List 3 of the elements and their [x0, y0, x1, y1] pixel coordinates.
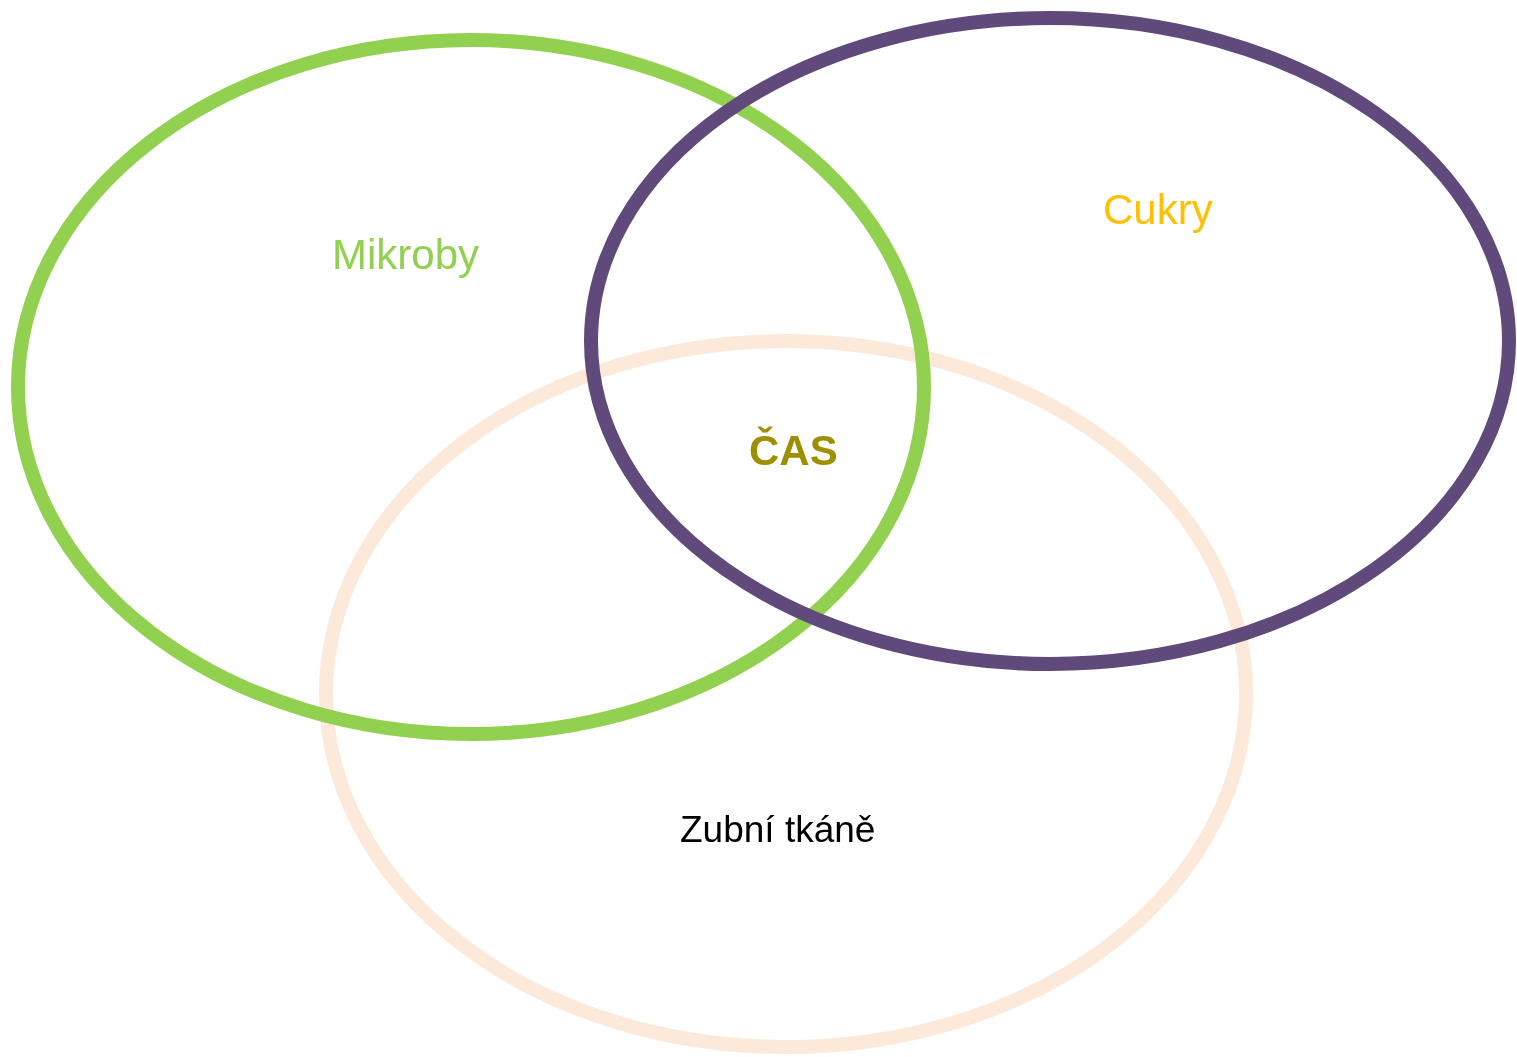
set-label: Mikroby	[332, 234, 480, 276]
set-label: Cukry	[1103, 189, 1213, 231]
set-label: Zubní tkáně	[680, 811, 876, 848]
